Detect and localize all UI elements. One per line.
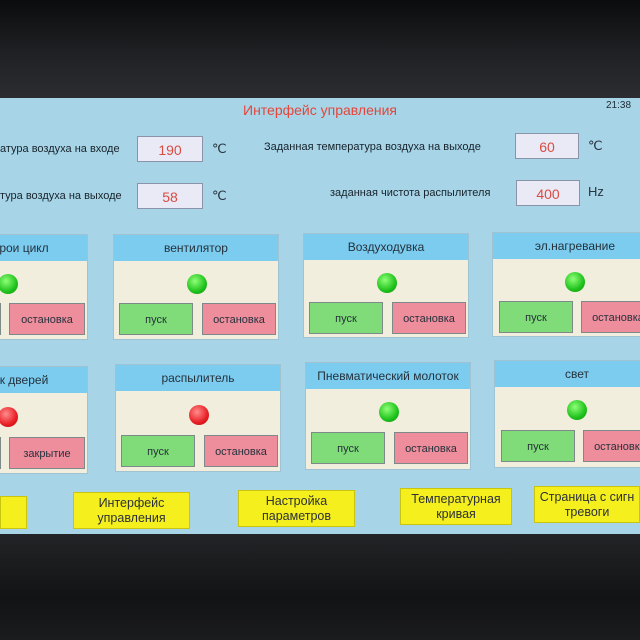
start-button[interactable]: пуск [309,302,383,334]
stop-button[interactable]: остановка [204,435,278,467]
panel-blower: Воздуходувка пуск остановка [303,233,469,338]
nav-label-line1: Настройка [265,494,328,508]
start-button[interactable]: пуск [119,303,193,335]
stop-button[interactable]: остановка [581,301,640,333]
inlet-temp-label: атура воздуха на входе [0,143,120,155]
panel-light: свет пуск остановка [494,360,640,468]
start-button[interactable] [0,437,1,469]
stop-button[interactable]: остановка [394,432,468,464]
panel-title: распылитель [116,365,280,391]
status-indicator-icon [377,273,397,293]
outlet-temp-unit: ℃ [212,188,227,203]
nav-label-line1: Страница с сигн [539,490,635,504]
nav-label-line2: управления [97,511,166,525]
monitor-bezel-bottom [0,534,640,640]
stop-button[interactable]: остановка [583,430,640,462]
start-button[interactable]: пуск [499,301,573,333]
set-atomizer-freq-input[interactable]: 400 [516,180,580,206]
nav-label-line2: параметров [261,509,332,523]
panel-door: к дверей закрытие [0,366,88,474]
status-indicator-icon [565,272,585,292]
panel-title: Воздуходувка [304,234,468,260]
nav-button-alarm-page[interactable]: Страница с сигн тревоги [534,486,640,523]
panel-title: свет [495,361,640,387]
panel-title: эл.нагревание [493,233,640,259]
set-outlet-temp-label: Заданная температура воздуха на выходе [264,141,481,153]
stop-button[interactable]: остановка [392,302,466,334]
set-atomizer-freq-label: заданная чистота распылителя [330,187,491,199]
nav-button-left[interactable] [0,496,27,529]
set-outlet-temp-unit: ℃ [588,138,603,153]
page-title: Интерфейс управления [243,102,397,118]
status-indicator-icon [0,407,18,427]
panel-atomizer: распылитель пуск остановка [115,364,281,472]
panel-title: рои цикл [0,235,87,261]
panel-title: Пневматический молоток [306,363,470,389]
set-outlet-temp-input[interactable]: 60 [515,133,579,159]
nav-label-line2: тревоги [564,505,610,519]
status-indicator-icon [379,402,399,422]
nav-label-line2: кривая [436,507,476,521]
nav-button-temperature-curve[interactable]: Температурная кривая [400,488,512,525]
stop-button[interactable]: остановка [202,303,276,335]
panel-heater: эл.нагревание пуск остановка [492,232,640,337]
outlet-temp-value: 58 [137,183,203,209]
start-button[interactable]: пуск [121,435,195,467]
set-atomizer-freq-unit: Hz [588,184,604,199]
panel-title: вентилятор [114,235,278,261]
nav-label-line1: Интерфейс [98,496,165,510]
nav-button-parameter-settings[interactable]: Настройка параметров [238,490,355,527]
status-indicator-icon [567,400,587,420]
status-indicator-icon [189,405,209,425]
start-button[interactable]: пуск [501,430,575,462]
panel-fan: вентилятор пуск остановка [113,234,279,340]
status-indicator-icon [0,274,18,294]
inlet-temp-value: 190 [137,136,203,162]
outlet-temp-label: тура воздуха на выходе [0,190,122,202]
status-indicator-icon [187,274,207,294]
close-button[interactable]: закрытие [9,437,85,469]
stop-button[interactable]: остановка [9,303,85,335]
panel-title: к дверей [0,367,87,393]
panel-pneumatic-hammer: Пневматический молоток пуск остановка [305,362,471,470]
clock: 21:38 [606,100,632,111]
nav-label-line1: Температурная [411,492,501,506]
panel-cycle: рои цикл остановка [0,234,88,340]
monitor-bezel-top [0,0,640,98]
hmi-screen: Интерфейс управления 21:38 атура воздуха… [0,98,640,534]
inlet-temp-unit: ℃ [212,141,227,156]
nav-button-control-interface[interactable]: Интерфейс управления [73,492,190,529]
start-button[interactable]: пуск [311,432,385,464]
start-button[interactable] [0,303,1,335]
